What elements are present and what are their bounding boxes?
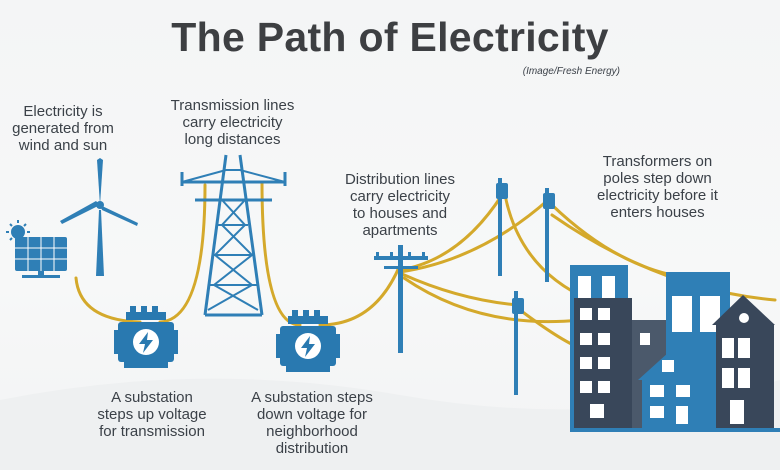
transmission-tower-icon xyxy=(180,154,287,317)
substation-step-up-icon xyxy=(114,306,178,368)
lightning-bolt-icon xyxy=(139,332,153,353)
label-transformers: Transformers on poles step down electric… xyxy=(597,153,718,221)
wire-pole-to-buildings xyxy=(402,276,582,324)
transformer-pole-icon xyxy=(496,178,508,276)
wire-transformer-2-to-far-building xyxy=(550,213,777,302)
image-credit: (Image/Fresh Energy) xyxy=(522,66,620,77)
label-substation-step-up: A substation steps up voltage for transm… xyxy=(97,389,207,440)
label-generation: Electricity is generated from wind and s… xyxy=(12,103,114,154)
wire-tower-to-substation xyxy=(260,180,302,327)
wire-pole-to-transformer-2 xyxy=(398,198,550,274)
wind-turbine-icon xyxy=(60,158,138,276)
distribution-pole-icon xyxy=(374,245,428,353)
background-wave xyxy=(0,378,780,470)
lightning-bolt-icon xyxy=(301,336,315,357)
transformer-pole-icon xyxy=(543,188,555,282)
solar-panel-icon xyxy=(15,237,67,278)
wire-generation-to-substation xyxy=(74,276,142,324)
substation-step-down-icon xyxy=(276,310,340,372)
transformer-pole-icon xyxy=(512,291,524,395)
wire-pole-to-transformer-3 xyxy=(400,272,520,307)
wire-substation-to-pole xyxy=(318,263,402,327)
wire-substation-to-tower xyxy=(158,183,207,324)
label-transmission: Transmission lines carry electricity lon… xyxy=(170,97,295,148)
page-title: The Path of Electricity xyxy=(171,14,609,60)
label-substation-step-down: A substation steps down voltage for neig… xyxy=(251,389,373,457)
buildings-illustration xyxy=(570,265,780,432)
label-distribution: Distribution lines carry electricity to … xyxy=(344,171,456,239)
